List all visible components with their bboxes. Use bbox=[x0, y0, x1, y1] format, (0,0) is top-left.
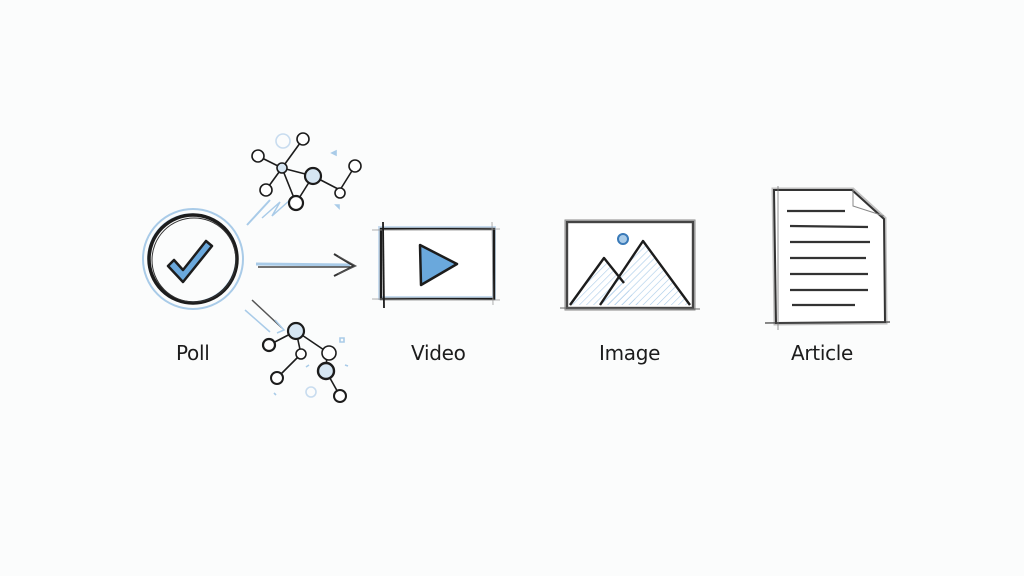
video-label: Video bbox=[411, 341, 466, 365]
mountain-image-icon bbox=[559, 219, 701, 311]
network-graph-icon bbox=[251, 132, 362, 212]
poll-label: Poll bbox=[176, 341, 210, 365]
arrow-to-network-bottom bbox=[244, 299, 286, 334]
network-graph-icon bbox=[261, 321, 349, 403]
image-label: Image bbox=[599, 341, 661, 365]
arrow-to-video bbox=[255, 253, 358, 277]
arrow-to-network-top bbox=[246, 199, 291, 226]
document-icon bbox=[764, 186, 891, 330]
checkmark-circle-icon bbox=[142, 208, 244, 310]
article-label: Article bbox=[791, 341, 854, 365]
play-video-icon bbox=[371, 221, 501, 309]
